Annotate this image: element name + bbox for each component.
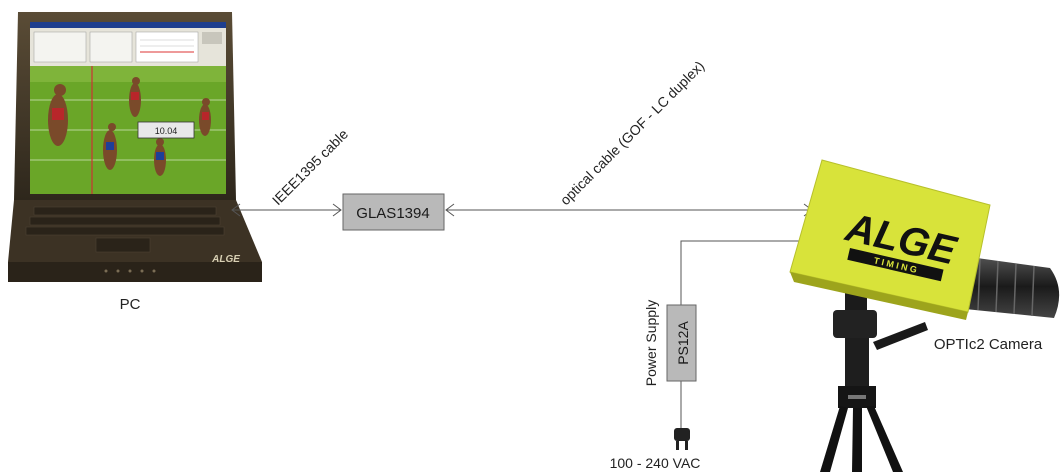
power-supply-label: Power Supply [643, 300, 659, 386]
laptop-pc: 10.04 ALGE [8, 12, 262, 282]
optic-camera: ALGE T I M I N G [789, 159, 1060, 320]
camera-label: OPTIc2 Camera [934, 336, 1043, 353]
glas1394-label: GLAS1394 [356, 205, 429, 222]
laptop-screen: 10.04 [30, 22, 226, 194]
glas1394-box: GLAS1394 [342, 193, 445, 231]
ps12a-box: PS12A [666, 304, 697, 382]
power-plug-icon [674, 428, 690, 450]
optical-cable [445, 203, 813, 217]
laptop-logo: ALGE [211, 254, 240, 265]
laptop-touchpad [95, 237, 151, 253]
laptop-keyboard [25, 206, 225, 236]
optical-cable-label: optical cable (GOF - LC duplex) [557, 58, 708, 209]
ieee1395-cable [231, 203, 342, 217]
ps12a-label: PS12A [675, 321, 691, 365]
screen-time-readout: 10.04 [155, 126, 178, 136]
tripod [820, 285, 928, 472]
mains-voltage-label: 100 - 240 VAC [610, 455, 701, 471]
power-cable [680, 240, 805, 428]
pc-label: PC [120, 296, 141, 313]
ieee-cable-label: IEEE1395 cable [269, 126, 351, 208]
